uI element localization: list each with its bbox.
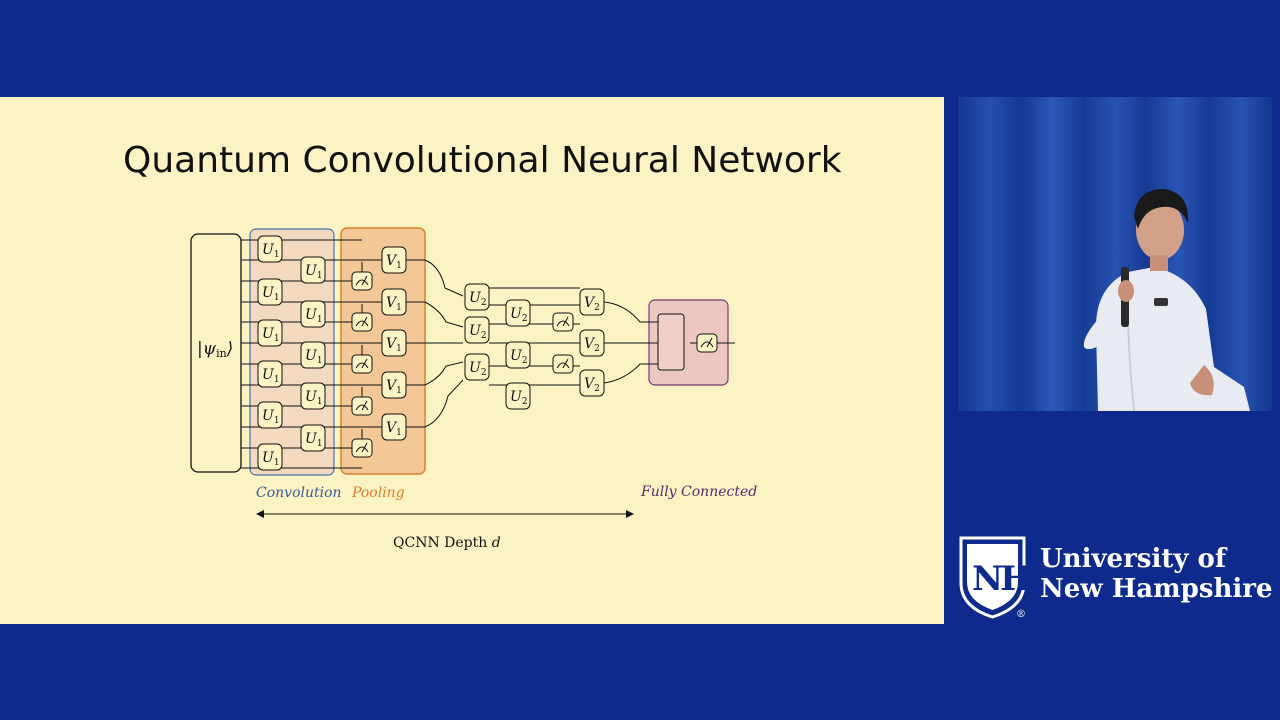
gate-v1-0: V1 [381, 246, 407, 274]
gate-u2-b2: U2 [505, 382, 531, 410]
measurement-icon [552, 312, 574, 332]
gate-u1-a5: U1 [257, 443, 283, 471]
gate-u2-b2-label: U2 [510, 389, 528, 407]
gate-v2-2-label: V2 [584, 376, 600, 394]
gate-u1-b0: U1 [300, 256, 326, 284]
measurement-icon [351, 354, 373, 374]
gate-u1-a0-label: U1 [262, 242, 280, 260]
gate-v1-1-label: V1 [386, 295, 402, 313]
gate-u2-a2-label: U2 [469, 360, 487, 378]
gate-u1-b4: U1 [300, 424, 326, 452]
measurement-icon [351, 396, 373, 416]
slide-title: Quantum Convolutional Neural Network [123, 140, 842, 181]
circuit-wire [603, 301, 660, 323]
gate-u1-a2-label: U1 [262, 326, 280, 344]
gate-u2-b1: U2 [505, 341, 531, 369]
gate-v1-4-label: V1 [386, 420, 402, 438]
gate-u1-a2: U1 [257, 319, 283, 347]
gate-v2-1: V2 [579, 329, 605, 357]
measurement-icon [552, 354, 574, 374]
gate-u1-b2-label: U1 [305, 348, 323, 366]
gate-u2-a1-label: U2 [469, 323, 487, 341]
gate-v1-4: V1 [381, 413, 407, 441]
measurement-icon [696, 333, 718, 353]
university-name: University of New Hampshire [1040, 544, 1273, 604]
fully-connected-label: Fully Connected [640, 484, 757, 500]
gate-u1-b1: U1 [300, 300, 326, 328]
gate-u1-b1-label: U1 [305, 307, 323, 325]
depth-arrow-left-head [256, 510, 264, 518]
circuit-wire [424, 301, 464, 328]
gate-u1-b0-label: U1 [305, 263, 323, 281]
gate-u2-a0: U2 [464, 283, 490, 311]
qcnn-circuit-diagram: |ψin⟩ U1U1U1U1U1U1U1U1U1U1U1V1V1V1V1V1U2… [190, 227, 757, 551]
gate-v1-3: V1 [381, 371, 407, 399]
gate-u1-a0: U1 [257, 235, 283, 263]
gate-v2-1-label: V2 [584, 336, 600, 354]
gate-u2-b0: U2 [505, 299, 531, 327]
gate-u1-a4-label: U1 [262, 408, 280, 426]
gate-v1-2-label: V1 [386, 336, 402, 354]
gate-u1-a3-label: U1 [262, 367, 280, 385]
gate-v2-2: V2 [579, 369, 605, 397]
gate-v1-1: V1 [381, 288, 407, 316]
pooling-label: Pooling [351, 485, 405, 501]
gate-u2-b0-label: U2 [510, 306, 528, 324]
input-state-box [190, 233, 242, 473]
depth-arrow-right-head [626, 510, 634, 518]
depth-label: QCNN Depth d [393, 535, 501, 551]
circuit-wire [603, 363, 660, 384]
svg-text:®: ® [1016, 609, 1026, 620]
gate-u1-b2: U1 [300, 341, 326, 369]
gate-u1-b4-label: U1 [305, 431, 323, 449]
svg-text:NH: NH [972, 559, 1030, 599]
measurement-icon [351, 271, 373, 291]
gate-v2-0: V2 [579, 288, 605, 316]
gate-u1-a1-label: U1 [262, 285, 280, 303]
gate-u2-b1-label: U2 [510, 348, 528, 366]
gate-v1-0-label: V1 [386, 253, 402, 271]
gate-u1-b3-label: U1 [305, 389, 323, 407]
gate-u1-a1: U1 [257, 278, 283, 306]
speaker-video-image [958, 97, 1272, 411]
unh-logo-icon: NH ® [959, 536, 1030, 620]
convolution-label: Convolution [256, 485, 342, 501]
university-name-line1: University of [1040, 544, 1227, 574]
university-name-line2: New Hampshire [1040, 574, 1273, 604]
gate-v1-2: V1 [381, 329, 407, 357]
gate-v1-3-label: V1 [386, 378, 402, 396]
circuit-wire [424, 361, 464, 386]
gate-u1-a4: U1 [257, 401, 283, 429]
gate-u1-a3: U1 [257, 360, 283, 388]
circuit-wire [424, 379, 464, 428]
gate-u2-a1: U2 [464, 316, 490, 344]
gate-u2-a0-label: U2 [469, 290, 487, 308]
gate-u1-b3: U1 [300, 382, 326, 410]
gate-v2-0-label: V2 [584, 295, 600, 313]
measurement-icon [351, 312, 373, 332]
gate-u1-a5-label: U1 [262, 450, 280, 468]
fully-connected-unitary [657, 313, 685, 371]
input-state-label: |ψin⟩ [197, 339, 233, 360]
speaker-video-feed [958, 97, 1272, 411]
measurement-icon [351, 438, 373, 458]
circuit-wire [424, 259, 464, 297]
gate-u2-a2: U2 [464, 353, 490, 381]
